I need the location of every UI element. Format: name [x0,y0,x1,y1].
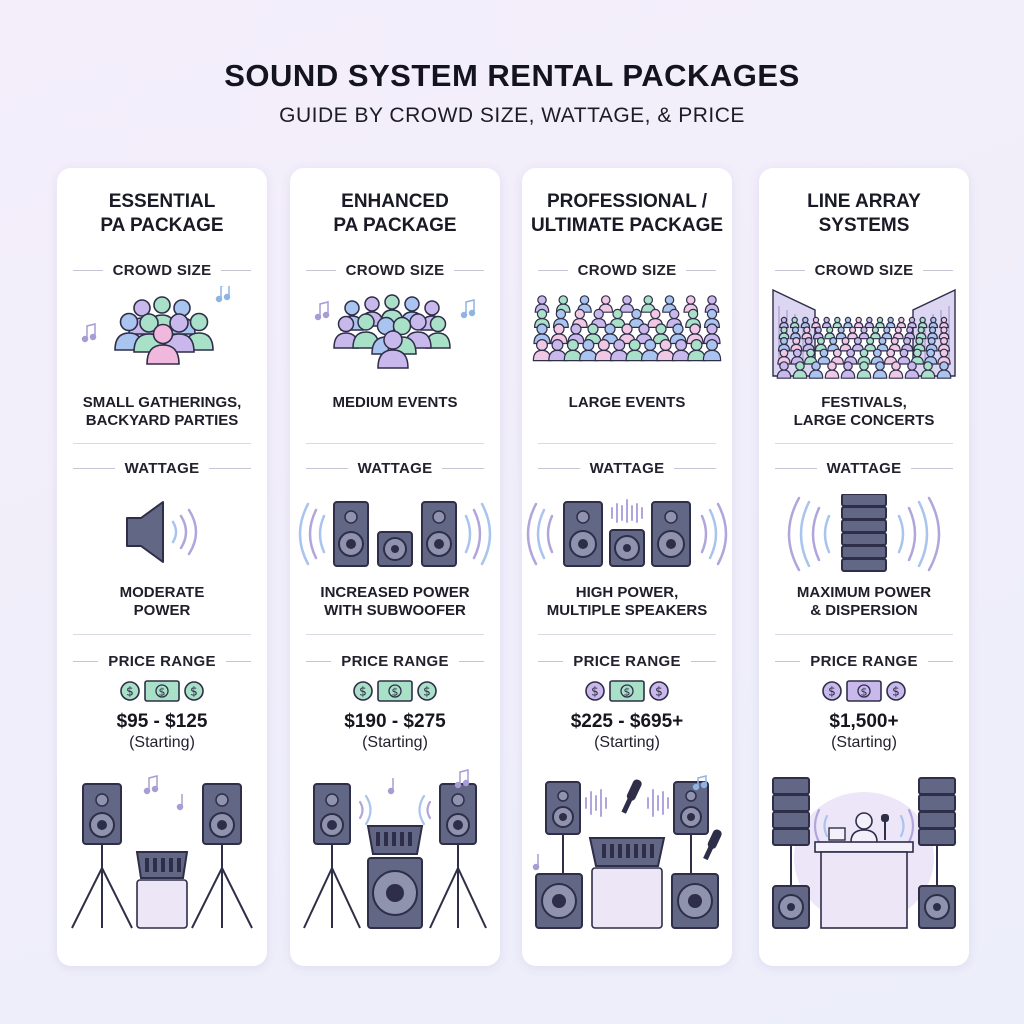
page-subtitle: GUIDE BY CROWD SIZE, WATTAGE, & PRICE [279,104,745,127]
package-title: ESSENTIAL PA PACKAGE [100,191,224,236]
package-title: PROFESSIONAL / ULTIMATE PACKAGE [530,191,724,236]
section-label: PRICE RANGE [108,652,216,670]
price-range-header: PRICE RANGE [306,651,485,671]
section-label: PRICE RANGE [573,652,681,670]
svg-text:$: $ [359,685,367,699]
crowd-icon [522,286,732,386]
music-note-icon [387,769,470,795]
price-note: (Starting) [129,734,195,751]
wattage-description: HIGH POWER, MULTIPLE SPEAKERS [546,584,708,619]
section-label: WATTAGE [124,459,200,477]
svg-text:$: $ [828,685,836,699]
svg-text:$: $ [591,685,599,699]
price-value: $1,500+ [829,711,899,732]
crowd-size-header: CROWD SIZE [775,260,953,280]
wattage-header: WATTAGE [306,458,484,478]
crowd-description: SMALL GATHERINGS, BACKYARD PARTIES [82,394,242,429]
crowd-size-header: CROWD SIZE [538,260,716,280]
svg-text:$: $ [392,686,399,699]
package-title: LINE ARRAY SYSTEMS [807,191,921,236]
section-label: CROWD SIZE [112,261,212,279]
price-note: (Starting) [831,734,897,751]
price-note: (Starting) [594,734,660,751]
package-title: ENHANCED PA PACKAGE [333,191,457,236]
svg-text:$: $ [126,685,134,699]
crowd-description: FESTIVALS, LARGE CONCERTS [793,394,935,429]
price-value: $225 - $695+ [570,711,684,732]
svg-text:$: $ [655,685,663,699]
wattage-header: WATTAGE [538,458,716,478]
crowd-size-header: CROWD SIZE [306,260,484,280]
crowd-size-header: CROWD SIZE [73,260,251,280]
money-icon: $ $ $ [57,678,267,704]
pa-setup-icon [759,768,969,938]
svg-text:$: $ [190,685,198,699]
wattage-header: WATTAGE [775,458,953,478]
section-label: CROWD SIZE [345,261,445,279]
music-note-icon [532,775,708,871]
price-value: $190 - $275 [344,711,446,732]
package-card-enhanced: ENHANCED PA PACKAGE CROWD SIZE [290,168,500,966]
music-note-icon [81,286,231,343]
section-label: WATTAGE [589,459,665,477]
music-note-icon [143,775,184,811]
svg-text:$: $ [892,685,900,699]
package-card-essential: ESSENTIAL PA PACKAGE CROWD SIZE SMALL GA… [57,168,267,966]
crowd-description: MEDIUM EVENTS [332,394,458,411]
price-range-header: PRICE RANGE [775,651,954,671]
speaker-icon [57,494,267,574]
section-label: WATTAGE [826,459,902,477]
svg-text:$: $ [423,685,431,699]
wattage-description: MODERATE POWER [119,584,205,619]
svg-text:$: $ [861,686,868,699]
svg-text:$: $ [624,686,631,699]
music-note-icon [314,299,476,321]
pa-setup-icon [522,768,732,938]
wattage-description: MAXIMUM POWER & DISPERSION [796,584,932,619]
crowd-icon [759,286,969,386]
speaker-icon [759,494,969,574]
section-label: PRICE RANGE [810,652,918,670]
price-note: (Starting) [362,734,428,751]
package-card-line-array: LINE ARRAY SYSTEMS CROWD SIZE FESTIVALS,… [759,168,969,966]
wattage-header: WATTAGE [73,458,251,478]
crowd-icon [290,286,500,386]
price-value: $95 - $125 [116,711,208,732]
section-label: WATTAGE [357,459,433,477]
price-range-header: PRICE RANGE [538,651,717,671]
section-label: CROWD SIZE [577,261,677,279]
speaker-icon [522,494,732,574]
speaker-icon [290,494,500,574]
money-icon: $ $ $ [290,678,500,704]
crowd-description: LARGE EVENTS [568,394,686,411]
price-range-header: PRICE RANGE [73,651,252,671]
svg-text:$: $ [159,686,166,699]
section-label: CROWD SIZE [814,261,914,279]
package-card-professional: PROFESSIONAL / ULTIMATE PACKAGE CROWD SI… [522,168,732,966]
money-icon: $ $ $ [522,678,732,704]
pa-setup-icon [290,768,500,938]
crowd-icon [57,286,267,386]
wattage-description: INCREASED POWER WITH SUBWOOFER [320,584,470,619]
pa-setup-icon [57,768,267,938]
page-title: SOUND SYSTEM RENTAL PACKAGES [224,58,800,93]
money-icon: $ $ $ [759,678,969,704]
section-label: PRICE RANGE [341,652,449,670]
